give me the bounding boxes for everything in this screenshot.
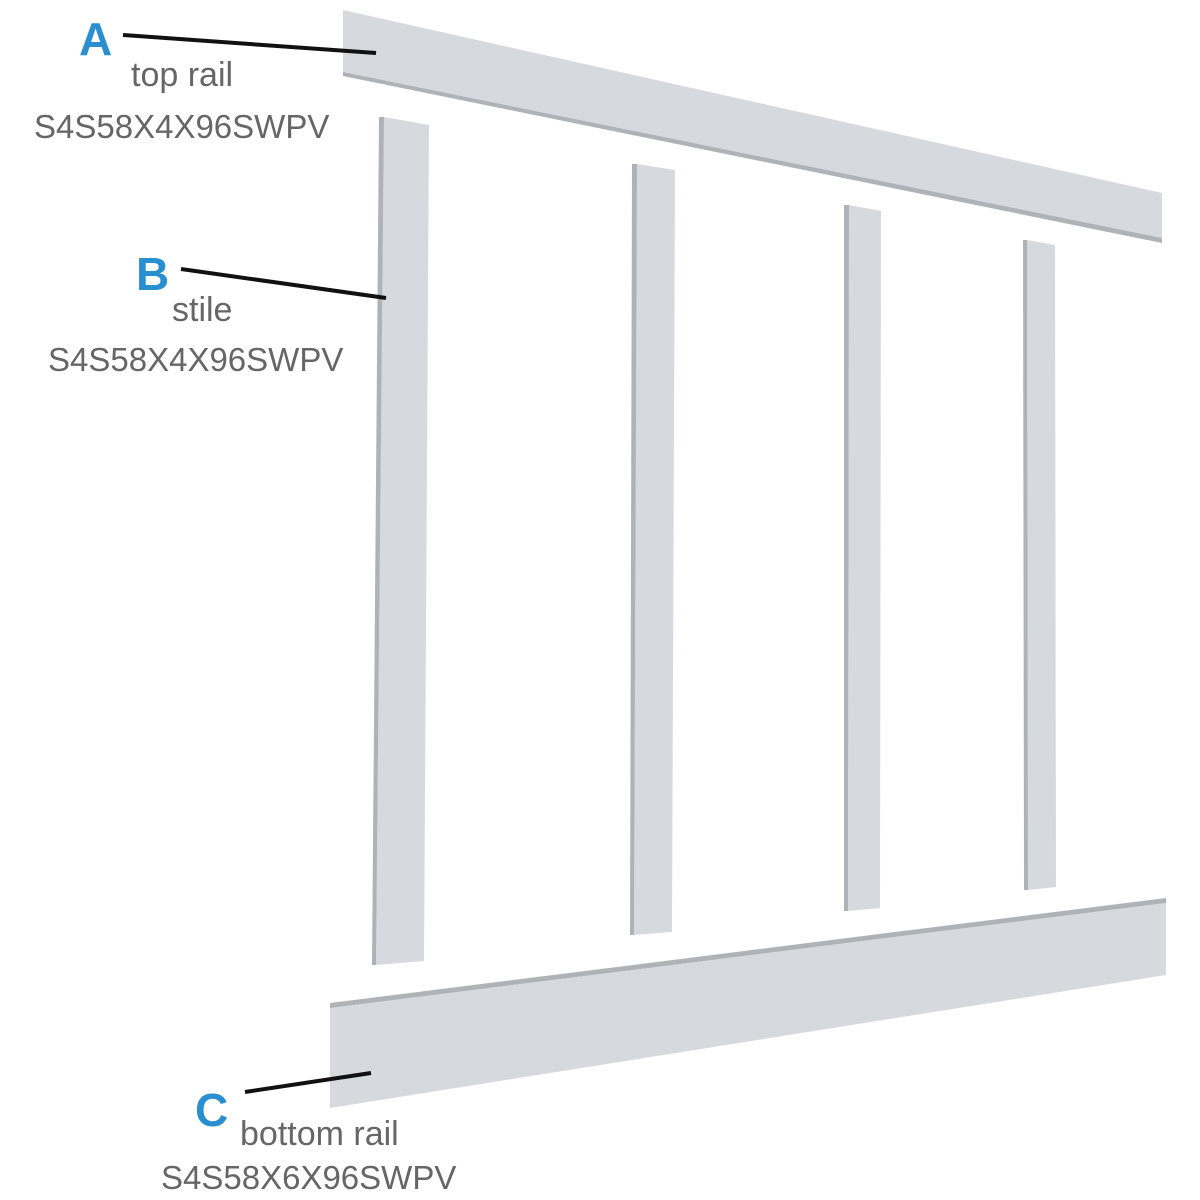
stile-2-edge	[630, 164, 637, 935]
stile-label: stile	[172, 291, 233, 329]
stile-3-edge	[844, 205, 849, 911]
stile-2-face	[634, 164, 675, 935]
leader-line-c	[244, 1071, 372, 1094]
callout-letter-b: B	[136, 248, 170, 300]
leader-line-a	[122, 33, 377, 55]
stile-4-face	[1027, 240, 1056, 890]
stile-4	[1023, 240, 1056, 890]
top-rail-edge	[343, 72, 1162, 243]
stile-part-code: S4S58X4X96SWPV	[48, 341, 344, 378]
bottom-rail	[330, 898, 1166, 1108]
callout-letter-a: A	[79, 13, 113, 65]
stile-1-edge	[372, 117, 384, 965]
top-rail-part-code: S4S58X4X96SWPV	[34, 108, 330, 145]
bottom-rail-face	[330, 903, 1166, 1108]
bottom-rail-edge	[330, 898, 1166, 1008]
top-rail-label: top rail	[131, 56, 234, 94]
bottom-rail-part-code: S4S58X6X96SWPV	[161, 1159, 457, 1196]
leader-line-b	[180, 267, 387, 300]
top-rail	[343, 10, 1162, 243]
top-rail-face	[343, 10, 1162, 238]
stile-3-face	[848, 205, 881, 911]
bottom-rail-label: bottom rail	[240, 1115, 399, 1153]
callout-letter-c: C	[195, 1084, 229, 1136]
stile-3	[844, 205, 881, 911]
stile-2	[630, 164, 675, 935]
stile-1	[372, 117, 429, 965]
stile-4-edge	[1023, 240, 1028, 890]
stile-1-face	[376, 117, 429, 965]
